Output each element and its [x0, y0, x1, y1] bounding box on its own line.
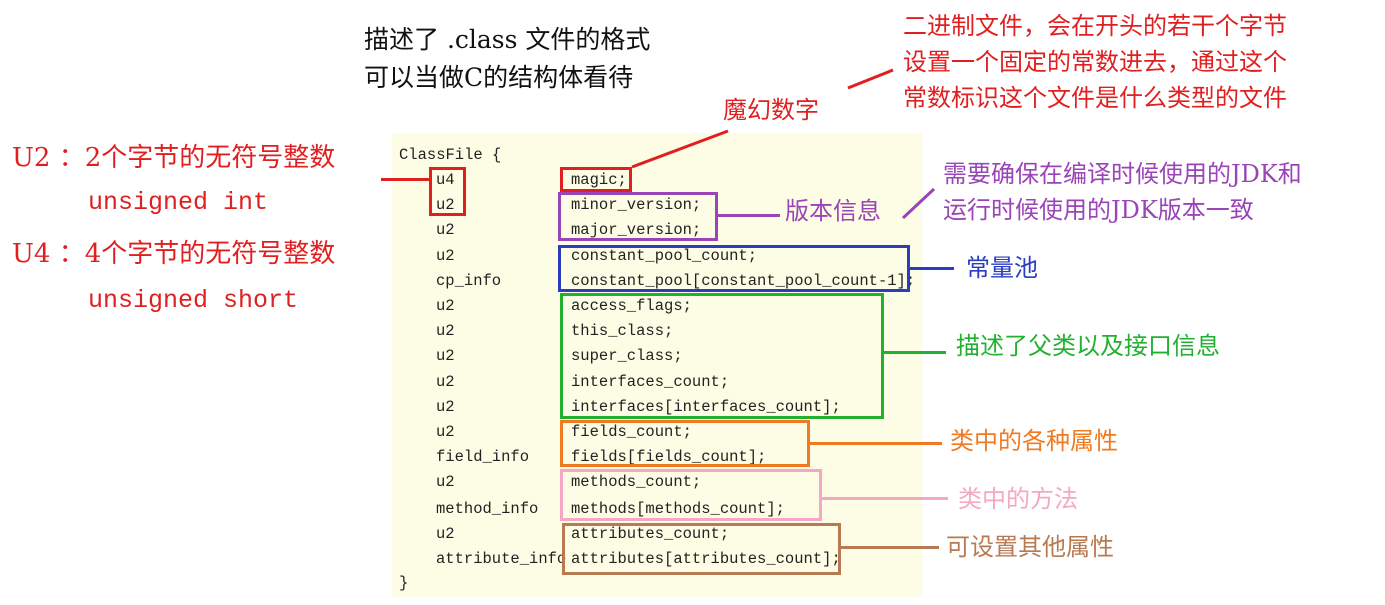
code-field: fields_count;	[571, 423, 692, 441]
pool-connector	[910, 267, 954, 270]
u2-note-title: U2 ：2个字节的无符号整数	[12, 143, 336, 173]
attributes-connector	[841, 546, 939, 549]
code-field: attributes_count;	[571, 525, 730, 543]
methods-label: 类中的方法	[958, 485, 1078, 513]
version-label: 版本信息	[785, 197, 881, 225]
code-field: minor_version;	[571, 196, 702, 214]
magic-desc: 二进制文件，会在开头的若干个字节 设置一个固定的常数进去，通过这个 常数标识这个…	[903, 8, 1287, 116]
attributes-box	[562, 523, 841, 575]
code-field: this_class;	[571, 322, 674, 340]
code-type: u2	[436, 373, 455, 391]
code-field: access_flags;	[571, 297, 692, 315]
methods-connector	[822, 497, 948, 500]
code-open-brace: ClassFile {	[399, 146, 502, 164]
code-field: major_version;	[571, 221, 702, 239]
u-note-connector	[381, 178, 430, 181]
version-box	[558, 192, 718, 241]
magic-desc-line: 二进制文件，会在开头的若干个字节	[903, 12, 1287, 40]
fields-box	[560, 420, 810, 467]
code-close-brace: }	[399, 574, 409, 592]
magic-desc-connector	[847, 68, 894, 90]
version-desc-line: 运行时候使用的JDK版本一致	[943, 196, 1254, 224]
magic-desc-line: 设置一个固定的常数进去，通过这个	[903, 48, 1287, 76]
class-info-box	[560, 293, 884, 419]
class-info-connector	[884, 351, 946, 354]
code-type: field_info	[436, 448, 530, 466]
fields-label: 类中的各种属性	[950, 427, 1118, 455]
code-type: cp_info	[436, 272, 502, 290]
code-field: attributes[attributes_count];	[571, 550, 841, 568]
code-type: u2	[436, 347, 455, 365]
code-field: fields[fields_count];	[571, 448, 767, 466]
class-format-description: 描述了 .class 文件的格式	[364, 25, 651, 54]
code-type: u2	[436, 525, 455, 543]
u4-note-title: U4 ：4个字节的无符号整数	[12, 239, 336, 269]
code-type: attribute_info	[436, 550, 567, 568]
u2-note-sub: unsigned int	[88, 188, 269, 217]
code-type: u2	[436, 247, 455, 265]
version-desc: 需要确保在编译时候使用的JDK和 运行时候使用的JDK版本一致	[943, 156, 1302, 228]
version-connector	[718, 214, 780, 217]
magic-box	[560, 167, 632, 192]
constant-pool-box	[558, 245, 910, 292]
version-desc-line: 需要确保在编译时候使用的JDK和	[943, 160, 1302, 188]
code-type: u2	[436, 297, 455, 315]
code-type: method_info	[436, 500, 539, 518]
version-desc-connector	[901, 187, 936, 220]
code-type: u2	[436, 398, 455, 416]
struct-description: 可以当做C的结构体看待	[364, 63, 634, 92]
magic-connector	[631, 129, 729, 169]
code-field: constant_pool[constant_pool_count-1];	[571, 272, 916, 290]
fields-connector	[810, 442, 942, 445]
constant-pool-label: 常量池	[966, 254, 1038, 282]
code-type: u2	[436, 473, 455, 491]
code-type: u2	[436, 423, 455, 441]
u4-note-sub: unsigned short	[88, 286, 299, 315]
attributes-label: 可设置其他属性	[946, 533, 1114, 561]
code-field: interfaces_count;	[571, 373, 730, 391]
code-field: constant_pool_count;	[571, 247, 758, 265]
code-type: u2	[436, 196, 455, 214]
code-field: methods[methods_count];	[571, 500, 785, 518]
code-field: magic;	[571, 171, 627, 189]
code-type: u2	[436, 221, 455, 239]
magic-label: 魔幻数字	[723, 96, 819, 124]
code-field: methods_count;	[571, 473, 702, 491]
class-info-label: 描述了父类以及接口信息	[956, 332, 1220, 360]
methods-box	[560, 469, 822, 521]
code-field: super_class;	[571, 347, 683, 365]
u4-u2-box	[429, 167, 466, 216]
magic-desc-line: 常数标识这个文件是什么类型的文件	[903, 84, 1287, 112]
code-type: u2	[436, 322, 455, 340]
code-type: u4	[436, 171, 455, 189]
code-field: interfaces[interfaces_count];	[571, 398, 841, 416]
